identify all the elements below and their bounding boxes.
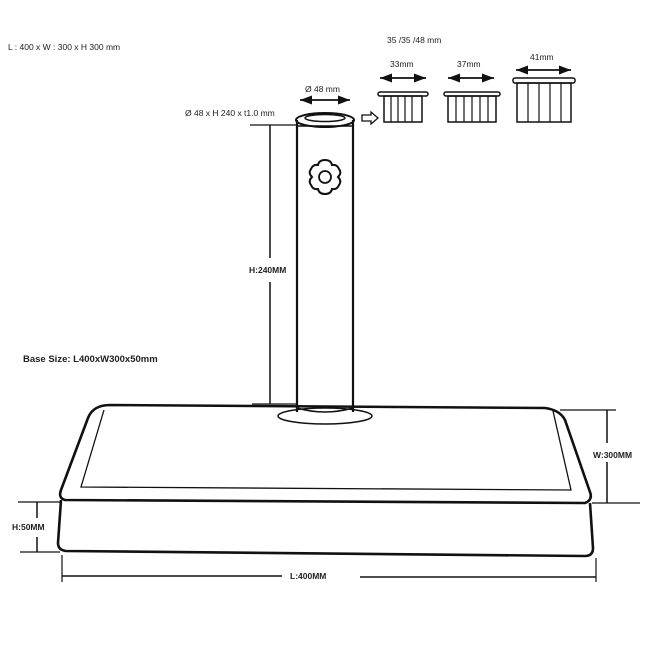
svg-text:H:50MM: H:50MM [12,522,45,532]
overall-dimensions-label: L : 400 x W : 300 x H 300 mm [8,42,120,52]
pole-height-dimension: H:240MM [249,124,296,405]
insert-arrow-icon [361,110,379,126]
pole-diameter-label: Ø 48 mm [305,84,340,94]
adapter-41mm: 41mm [512,52,576,123]
svg-text:W:300MM: W:300MM [593,450,632,460]
base-size-label: Base Size: L400xW300x50mm [23,354,158,365]
adapter-37mm: 37mm [443,59,501,123]
svg-text:H:240MM: H:240MM [249,265,286,275]
svg-text:33mm: 33mm [390,59,414,69]
base-length-dimension: L:400MM [61,555,597,582]
adapter-33mm: 33mm [377,59,429,123]
svg-text:L:400MM: L:400MM [290,571,326,581]
base [56,403,595,558]
svg-text:37mm: 37mm [457,59,481,69]
svg-text:41mm: 41mm [530,52,554,62]
pole-spec-label: Ø 48 x H 240 x t1.0 mm [185,108,275,118]
base-height-dimension: H:50MM [12,501,62,553]
base-width-dimension: W:300MM [560,409,640,504]
pole [295,112,355,412]
tightening-knob-icon [308,158,342,196]
adapter-sizes-label: 35 /35 /48 mm [387,35,441,45]
